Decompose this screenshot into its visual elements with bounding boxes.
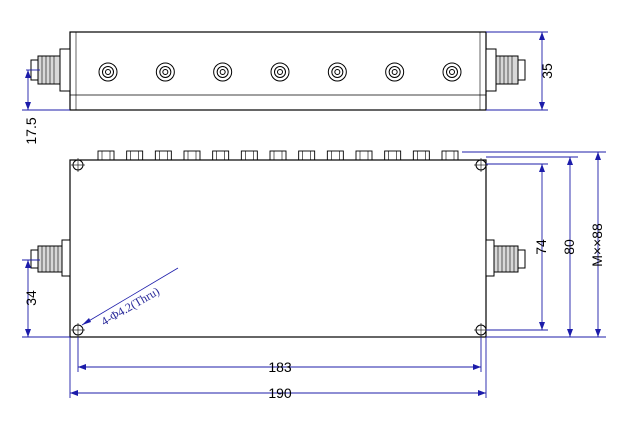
dim-mount-height-label: 74 [533, 239, 549, 255]
top-view-body [69, 159, 487, 338]
tuning-screws [98, 62, 462, 82]
side-right-connector [485, 48, 526, 92]
tuning-screw [98, 62, 118, 82]
dim-side-height [486, 31, 548, 111]
top-connector [355, 150, 373, 161]
top-connector [298, 150, 316, 161]
top-right-connector [485, 239, 526, 277]
top-connector [183, 150, 201, 161]
tuning-screw [155, 62, 175, 82]
tuning-screw [270, 62, 290, 82]
dim-mount-height [486, 163, 548, 331]
dim-connector-offset-label: 17.5 [23, 117, 39, 144]
dim-connector-thread [462, 151, 606, 338]
top-connector [441, 150, 459, 161]
dim-connector-offset [22, 69, 70, 111]
mounting-hole [474, 158, 488, 172]
dim-side-height-label: 35 [539, 63, 555, 79]
top-connector [97, 150, 115, 161]
top-connector [412, 150, 430, 161]
dim-hole-spacing [77, 337, 482, 372]
tuning-screw [442, 62, 462, 82]
dim-hole-spacing-label: 183 [268, 359, 292, 375]
mounting-hole [71, 323, 85, 337]
top-connector [269, 150, 287, 161]
dim-body-width-label: 80 [561, 239, 577, 255]
top-view: 4-Φ4.2(Thru) 74 80 M××88 [22, 150, 606, 401]
dim-connector-thread-label: M××88 [589, 223, 605, 267]
top-connector [126, 150, 144, 161]
hole-callout-arrow [82, 318, 91, 325]
dim-bottom-offset-label: 34 [23, 290, 39, 306]
top-connector [212, 150, 230, 161]
hole-callout-leader [81, 267, 179, 326]
side-view: 35 17.5 [22, 31, 555, 145]
dim-bottom-offset [22, 259, 70, 338]
tuning-screw [213, 62, 233, 82]
top-connector [326, 150, 344, 161]
top-connector [240, 150, 258, 161]
tuning-screw [327, 62, 347, 82]
top-connector [154, 150, 172, 161]
dim-overall-length-label: 190 [268, 385, 292, 401]
mounting-hole [71, 158, 85, 172]
top-connector [384, 150, 402, 161]
top-left-connector [30, 239, 71, 277]
top-connectors [97, 150, 459, 161]
tuning-screw [385, 62, 405, 82]
dim-overall-length [69, 337, 487, 398]
